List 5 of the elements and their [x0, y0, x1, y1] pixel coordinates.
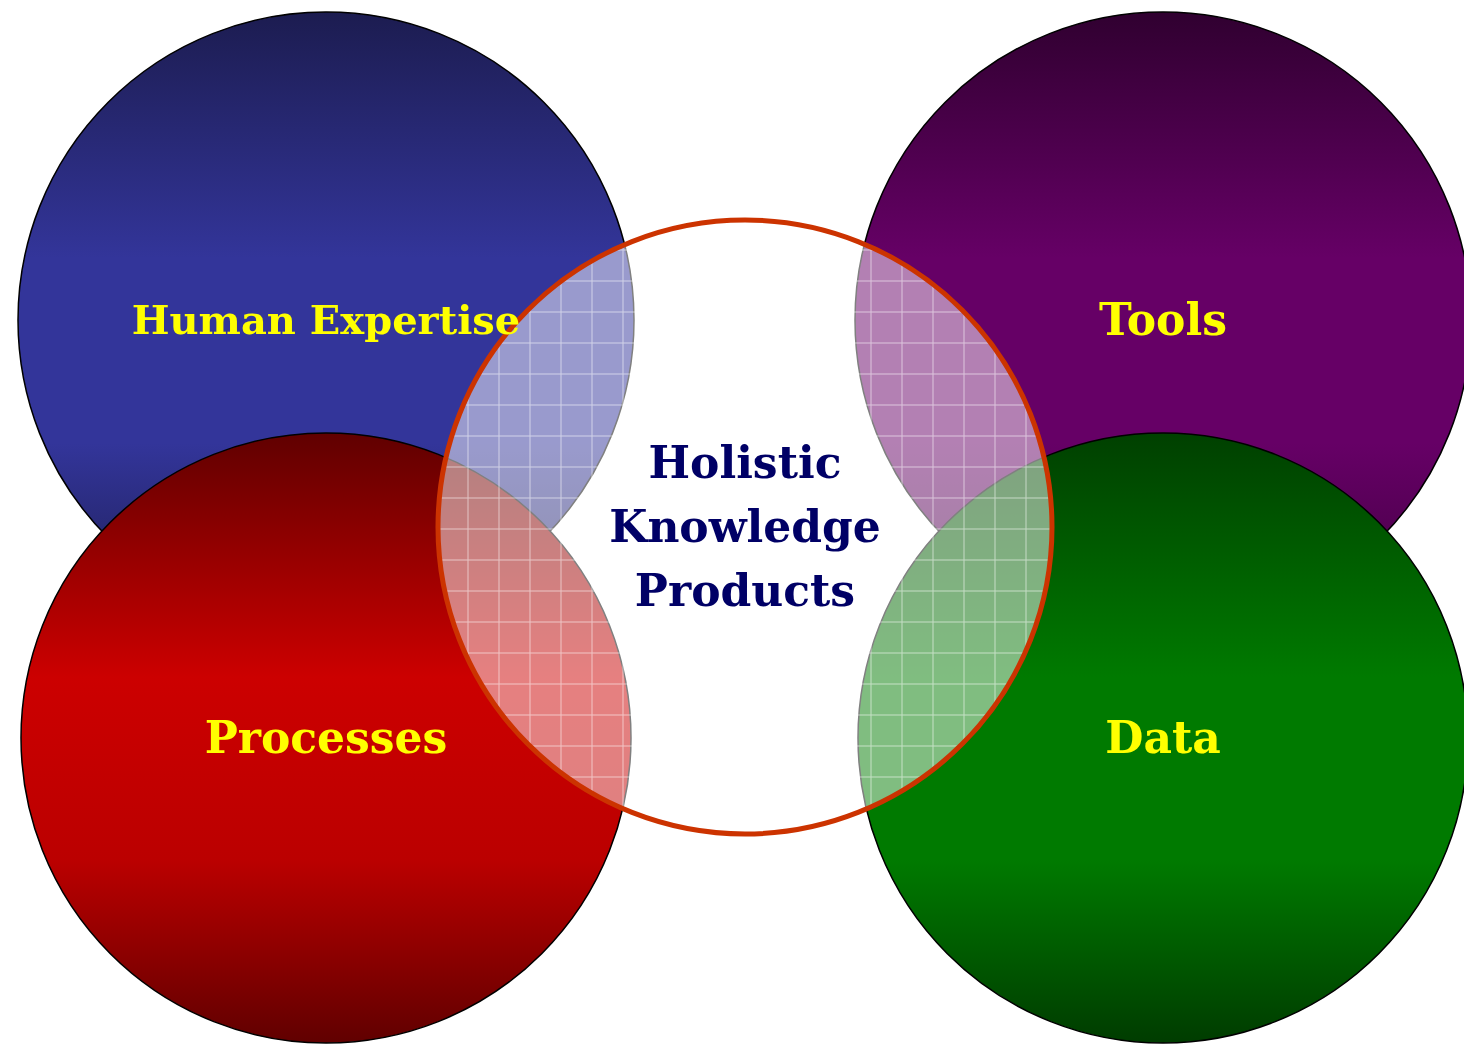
center-title: Holistic Knowledge Products — [608, 436, 882, 618]
circle-label: Processes — [204, 711, 448, 766]
circle-label: Human Expertise — [131, 295, 521, 345]
circle-label: Tools — [1099, 293, 1227, 348]
circle-label: Data — [1105, 711, 1221, 766]
